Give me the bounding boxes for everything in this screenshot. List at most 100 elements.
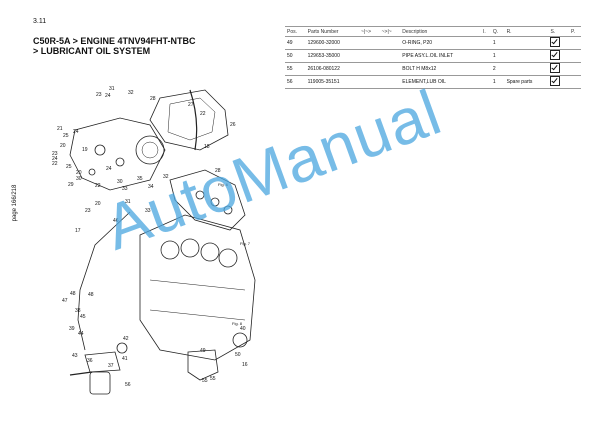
callout-number: 49 xyxy=(200,348,206,354)
table-row[interactable]: 50 129653-35000 PIPE ASY.L.OIL INLET 1 xyxy=(285,49,581,63)
engine-block-drawing xyxy=(139,214,256,361)
row-remark xyxy=(504,36,549,50)
dipstick-tube-drawing xyxy=(77,211,131,351)
callout-number: 24 xyxy=(106,166,112,172)
callout-number: 47 xyxy=(62,298,68,304)
row-remark xyxy=(504,49,549,63)
section-number: 3.11 xyxy=(33,18,47,25)
row-remark: Spare parts xyxy=(504,75,549,89)
checkbox-checked-icon[interactable] xyxy=(550,37,561,47)
callout-number: 24 xyxy=(105,93,111,99)
callout-number: 31 xyxy=(109,86,115,92)
callout-number: 46 xyxy=(113,218,119,224)
callout-number: 27 xyxy=(188,102,194,108)
page-title: C50R-5A > ENGINE 4TNV94FHT-NTBC > LUBRIC… xyxy=(33,36,195,56)
callout-number: 20 xyxy=(95,201,101,207)
callout-number: 35 xyxy=(137,176,143,182)
callout-number: 40 xyxy=(240,326,246,332)
callout-number: 41 xyxy=(122,356,128,362)
callout-number: 33 xyxy=(145,208,151,214)
callout-number: 18 xyxy=(204,144,210,150)
callout-number: 45 xyxy=(80,314,86,320)
callout-number: 24 xyxy=(52,156,58,162)
callout-number: 55 xyxy=(202,378,208,384)
col-to: ~>|~ xyxy=(379,26,401,37)
callout-number: 16 xyxy=(242,362,248,368)
callout-number: 30 xyxy=(76,176,82,182)
row-part-number: 119005-35151 xyxy=(305,75,359,89)
callout-number: 42 xyxy=(123,336,129,342)
col-pos: Pos. xyxy=(285,26,306,37)
callout-number: 22 xyxy=(200,111,206,117)
callout-number: 30 xyxy=(117,179,123,185)
callout-number: 56 xyxy=(125,382,131,388)
col-i: I. xyxy=(480,26,491,37)
parts-table-header: Pos. Parts Number ~|~> ~>|~ Description … xyxy=(285,26,581,37)
row-description: ELEMENT,LUB OIL xyxy=(400,75,481,89)
callout-number: 25 xyxy=(66,164,72,170)
callout-number: 55 xyxy=(210,376,216,382)
callout-number: 43 xyxy=(72,353,78,359)
callout-number: 23 xyxy=(52,151,58,157)
callout-number: 44 xyxy=(78,331,84,337)
oil-pump-drawing xyxy=(69,117,166,191)
table-row[interactable]: 56 119005-35151 ELEMENT,LUB OIL 1 Spare … xyxy=(285,75,581,89)
col-description: Description xyxy=(400,26,481,37)
callout-number: 23 xyxy=(85,208,91,214)
col-q: Q. xyxy=(490,26,505,37)
row-pos: 49 xyxy=(285,36,306,50)
row-quantity: 2 xyxy=(490,62,505,76)
checkbox-checked-icon[interactable] xyxy=(550,76,561,86)
callout-number: 34 xyxy=(148,184,154,190)
callout-number: 50 xyxy=(235,352,241,358)
col-r: R. xyxy=(504,26,549,37)
table-row[interactable]: 55 26106-080122 BOLT H M8x12 2 xyxy=(285,62,581,76)
parts-table: Pos. Parts Number ~|~> ~>|~ Description … xyxy=(285,26,581,89)
row-part-number: 129600-32000 xyxy=(305,36,359,50)
row-remark xyxy=(504,62,549,76)
callout-number: 39 xyxy=(69,326,75,332)
gear-housing-drawing xyxy=(149,89,229,151)
row-description: PIPE ASY.L.OIL INLET xyxy=(400,49,481,63)
callout-number: 32 xyxy=(163,174,169,180)
row-quantity: 1 xyxy=(490,75,505,89)
callout-number: 48 xyxy=(88,292,94,298)
row-part-number: 26106-080122 xyxy=(305,62,359,76)
col-part-number: Parts Number xyxy=(305,26,359,37)
figure-reference-label: Fig. 8 xyxy=(232,321,243,326)
table-row[interactable]: 49 129600-32000 O-RING, P20 1 xyxy=(285,36,581,50)
title-line-2: > LUBRICANT OIL SYSTEM xyxy=(33,46,151,56)
oil-filter-drawing xyxy=(89,371,111,395)
checkbox-checked-icon[interactable] xyxy=(550,63,561,73)
manifold-drawing xyxy=(169,169,246,231)
callout-number: 23 xyxy=(96,92,102,98)
callout-number: 20 xyxy=(60,143,66,149)
figure-reference-label: Fig. 6 xyxy=(218,182,229,187)
callout-number: 21 xyxy=(57,126,63,132)
row-quantity: 1 xyxy=(490,49,505,63)
callout-number: 17 xyxy=(75,228,81,234)
callout-number: 31 xyxy=(125,199,131,205)
figure-reference-label: Fig. 7 xyxy=(240,241,251,246)
callout-number: 25 xyxy=(63,133,69,139)
callout-number: 38 xyxy=(75,308,81,314)
col-p: P. xyxy=(569,26,581,37)
callout-number: 20 xyxy=(76,170,82,176)
callout-number: 28 xyxy=(215,168,221,174)
callout-number: 28 xyxy=(150,96,156,102)
row-pos: 50 xyxy=(285,49,306,63)
callout-number: 22 xyxy=(95,183,101,189)
col-from: ~|~> xyxy=(358,26,380,37)
col-s: S. xyxy=(548,26,570,37)
callout-number: 26 xyxy=(230,122,236,128)
row-pos: 55 xyxy=(285,62,306,76)
row-pos: 56 xyxy=(285,75,306,89)
callout-number: 37 xyxy=(108,363,114,369)
callout-number: 36 xyxy=(87,358,93,364)
callout-number: 19 xyxy=(82,147,88,153)
row-quantity: 1 xyxy=(490,36,505,50)
checkbox-checked-icon[interactable] xyxy=(550,50,561,60)
oil-strainer-drawing xyxy=(187,349,219,381)
callout-number: 22 xyxy=(52,161,58,167)
